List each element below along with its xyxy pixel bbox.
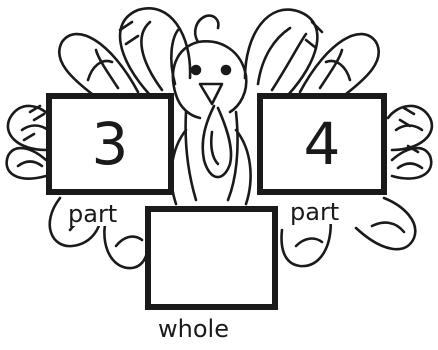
- whole-box[interactable]: [145, 206, 278, 310]
- part-label-right: part: [290, 200, 339, 224]
- part-value-right: 4: [304, 115, 341, 173]
- part-box-right: 4: [257, 93, 387, 195]
- part-label-left: part: [68, 202, 117, 226]
- whole-label: whole: [158, 317, 229, 341]
- part-box-left: 3: [46, 93, 174, 195]
- turkey-head: [171, 16, 250, 204]
- part-value-left: 3: [92, 115, 129, 173]
